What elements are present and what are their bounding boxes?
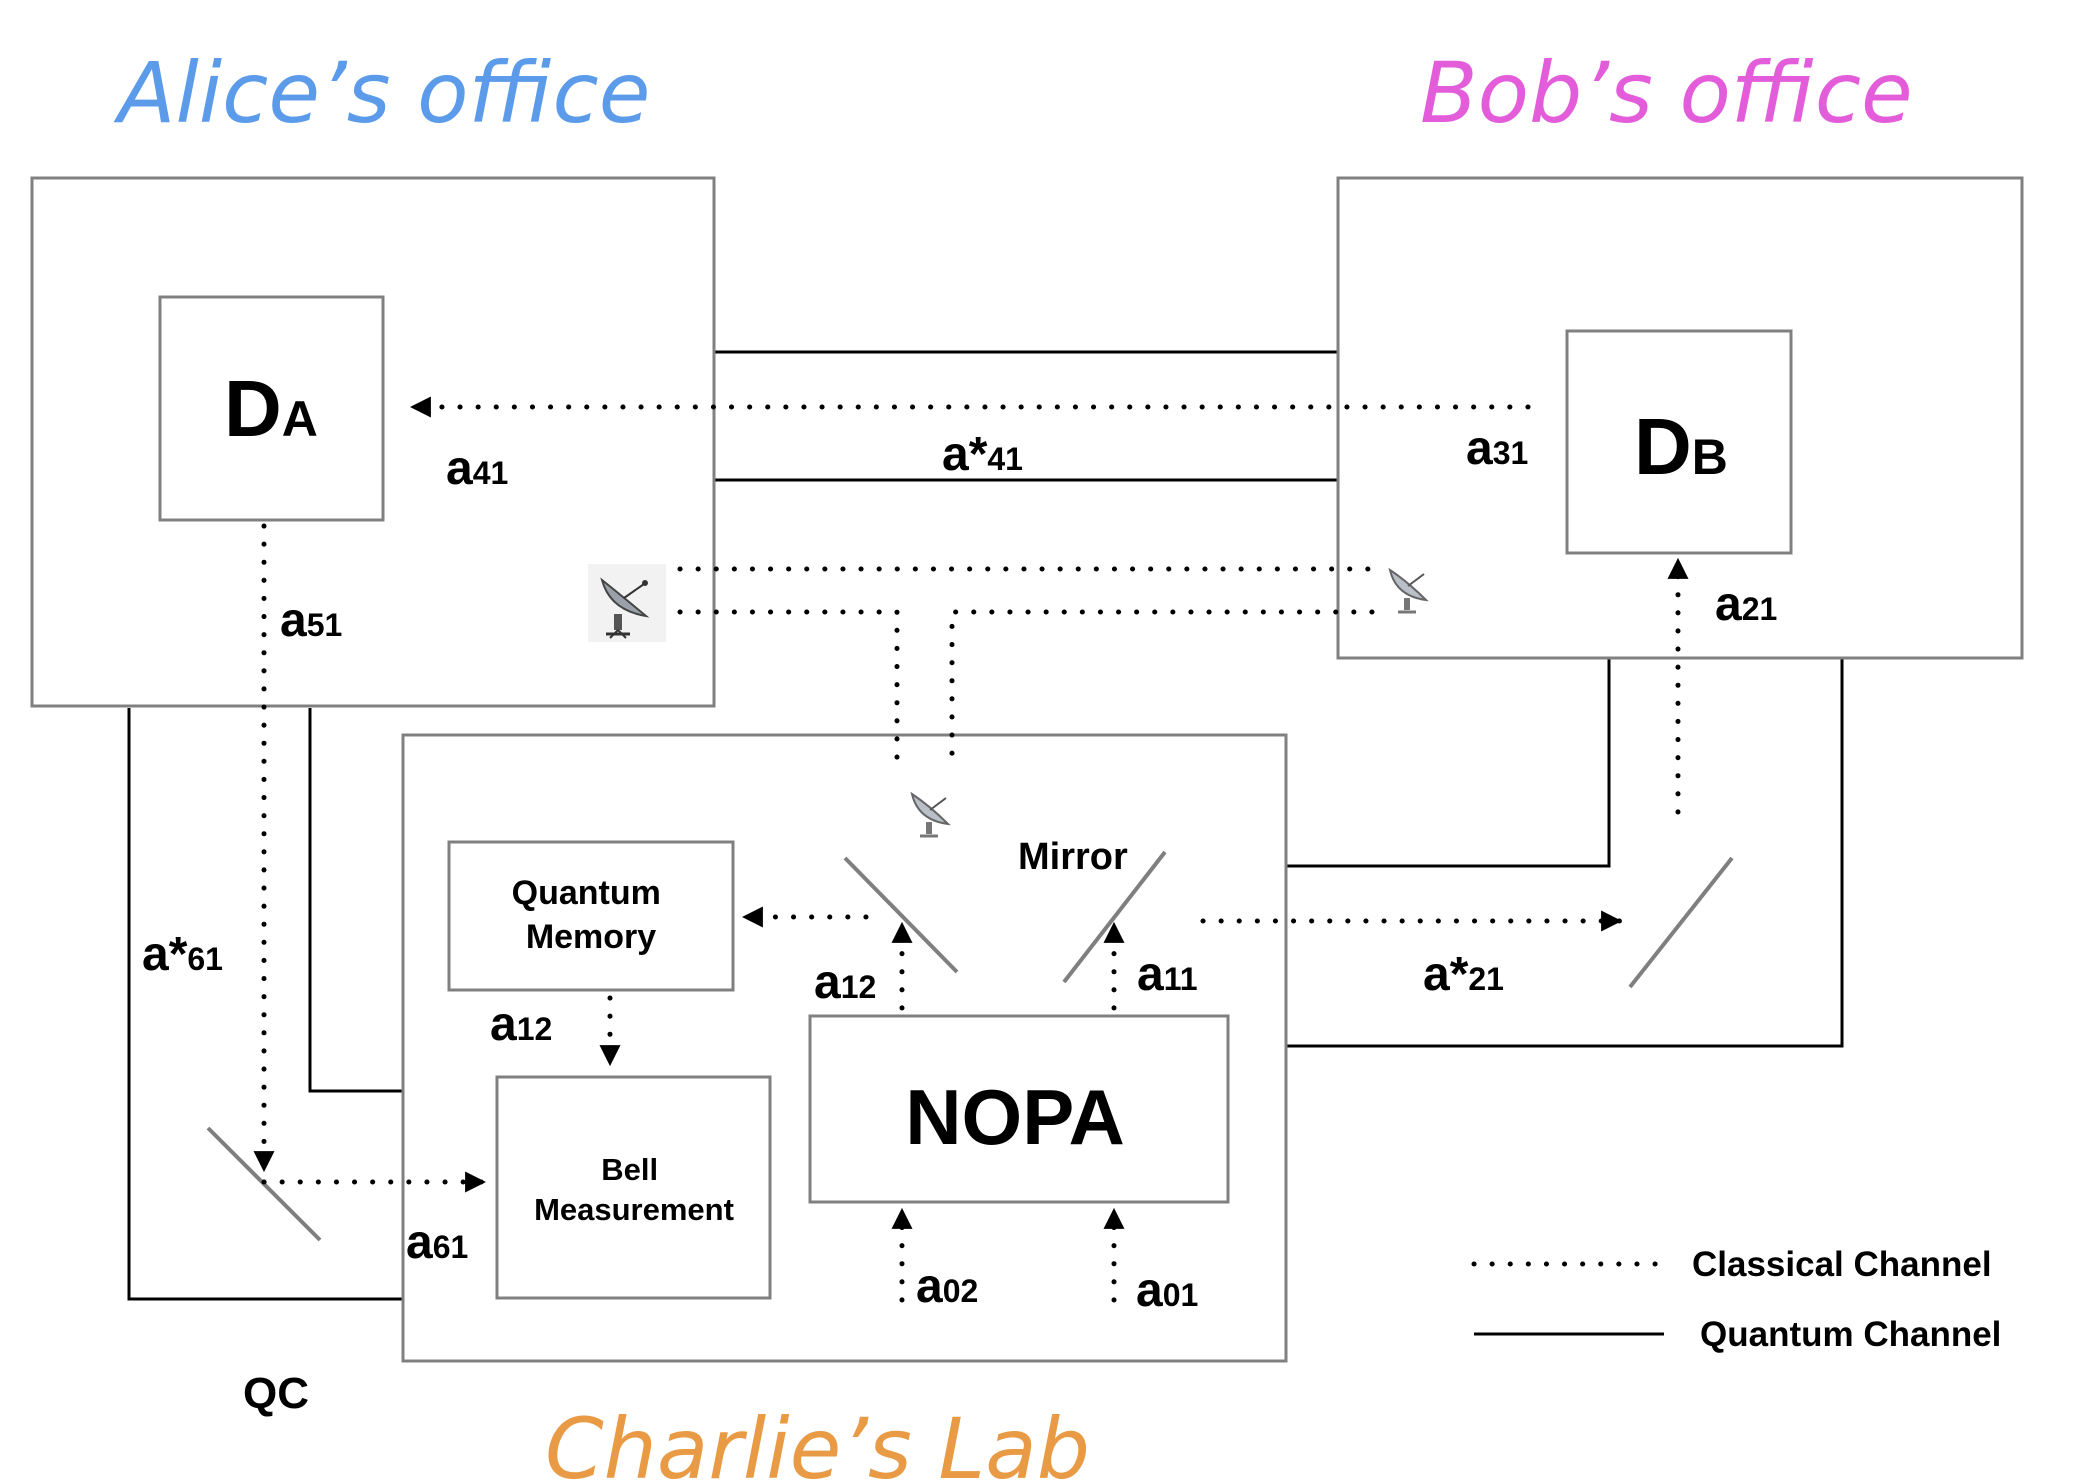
quantum-channels: [127, 350, 1844, 1301]
charlie-lab-title: Charlie’s Lab: [545, 1400, 1090, 1482]
label-a21: a21: [1715, 578, 1777, 631]
satellite-dish-icon: [1388, 567, 1429, 614]
bell-measurement-box: [495, 1075, 772, 1300]
detector-b-label: DB: [1634, 402, 1728, 491]
quantum-memory-box: [447, 840, 735, 992]
bell-measurement-label: Bell Measurement: [534, 1152, 734, 1227]
mirror-left: [843, 856, 959, 974]
detector-b-box: [1565, 329, 1793, 555]
label-a01: a01: [1136, 1264, 1198, 1317]
signal-labels: a41 a*41 a31 a51 a21 a*61 a12 a11 a*21 a…: [142, 422, 1777, 1317]
label-a12-memory: a12: [490, 998, 552, 1051]
detector-a-label: DA: [224, 364, 318, 453]
label-a11: a11: [1137, 948, 1198, 1001]
satellite-dish-icon: [588, 564, 666, 642]
detector-a-box: [158, 295, 385, 522]
label-a-star-61: a*61: [142, 928, 223, 981]
mirror-bob: [1628, 856, 1734, 989]
label-a31: a31: [1466, 422, 1528, 475]
nopa-label: NOPA: [905, 1073, 1125, 1161]
qc-label: QC: [243, 1369, 309, 1418]
label-a02: a02: [916, 1260, 978, 1313]
classical-channels: [253, 396, 1689, 1303]
bob-office-title: Bob’s office: [1420, 44, 1913, 142]
quantum-memory-label: Quantum Memory: [512, 874, 671, 956]
label-a61: a61: [406, 1216, 468, 1269]
legend: Classical Channel Quantum Channel: [1471, 1245, 2001, 1354]
label-a-star-41: a*41: [942, 428, 1023, 481]
mirror-label: Mirror: [1018, 836, 1128, 878]
nopa-box: [808, 1014, 1230, 1204]
label-a51: a51: [280, 594, 342, 647]
mirror-right: [1062, 850, 1167, 984]
satellite-dish-icon: [910, 791, 951, 838]
alice-office-title: Alice’s office: [113, 44, 650, 142]
label-a41: a41: [446, 442, 508, 495]
label-a-star-21: a*21: [1423, 948, 1504, 1001]
legend-quantum-label: Quantum Channel: [1700, 1315, 2001, 1354]
label-a12-top: a12: [814, 956, 876, 1009]
legend-classical-label: Classical Channel: [1692, 1245, 1992, 1284]
